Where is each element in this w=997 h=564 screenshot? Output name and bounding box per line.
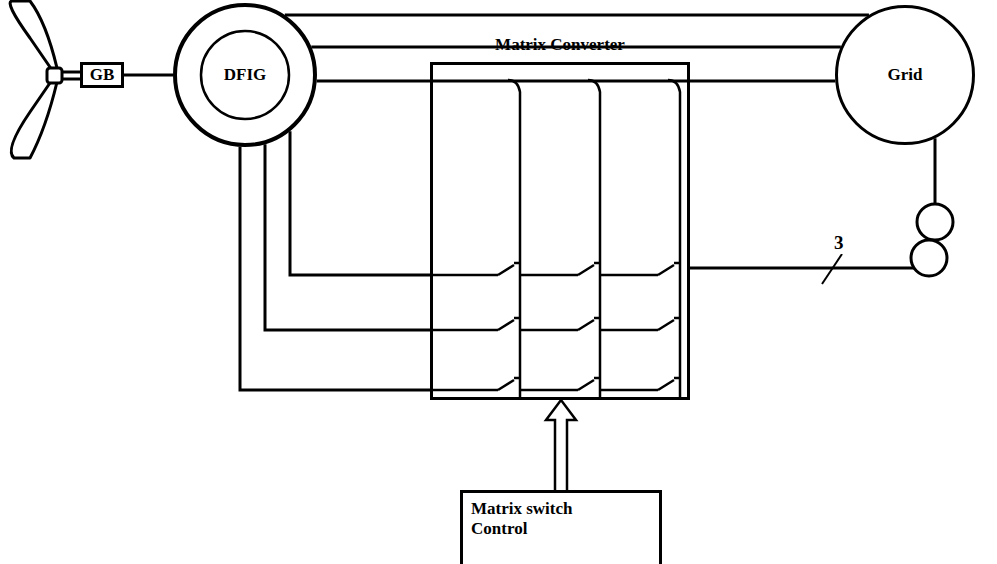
switch-matrix [430, 80, 680, 398]
control-box: Matrix switch Control [460, 490, 662, 564]
wind-rotor [10, 1, 80, 158]
converter-box: Matrix Converter [430, 62, 690, 400]
node-label: Grid [888, 65, 923, 85]
grid-circle: Grid [835, 5, 975, 145]
power-line [285, 15, 869, 81]
block-heading: Matrix Converter [433, 35, 687, 55]
node-label: DFIG [224, 65, 267, 85]
generator-circle: DFIG [173, 3, 317, 147]
control-arrow [546, 400, 576, 490]
gearbox-box: GB [80, 62, 124, 88]
transformer-symbol [911, 204, 953, 276]
line-count: 3 [832, 232, 846, 254]
power-line [240, 131, 430, 390]
power-line [690, 138, 935, 268]
power-line [124, 74, 173, 77]
node-label: GB [90, 65, 115, 85]
node-label: Matrix switch Control [471, 499, 591, 538]
